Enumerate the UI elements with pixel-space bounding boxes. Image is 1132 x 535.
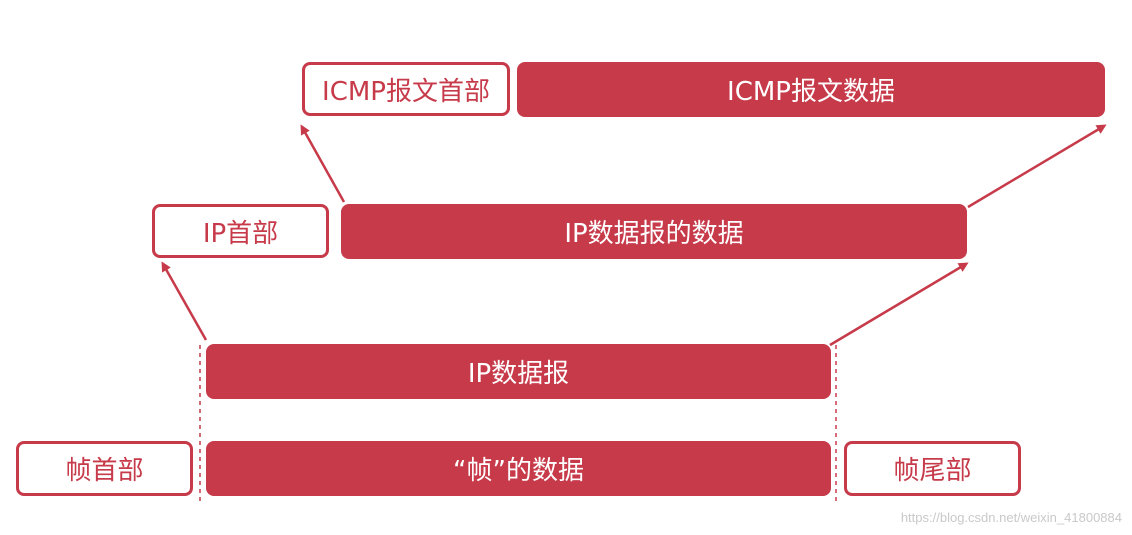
- icmp-data-label: ICMP报文数据: [727, 77, 895, 107]
- ip-data-label: IP数据报的数据: [564, 219, 744, 249]
- ip-datagram-box: IP数据报: [206, 344, 831, 399]
- ip-datagram-label: IP数据报: [467, 359, 570, 389]
- arrow-datagram-to-ip-header: [161, 261, 208, 341]
- frame-data-label: “帧”的数据: [453, 456, 584, 486]
- arrow-ip-data-to-icmp-data: [967, 124, 1107, 209]
- icmp-data-box: ICMP报文数据: [517, 62, 1105, 117]
- icmp-header-label: ICMP报文首部: [322, 76, 490, 107]
- ip-data-box: IP数据报的数据: [341, 204, 967, 259]
- ip-header-label: IP首部: [202, 218, 279, 249]
- frame-header-box: 帧首部: [16, 441, 193, 496]
- frame-trailer-box: 帧尾部: [844, 441, 1021, 496]
- arrow-ip-data-to-icmp-header: [300, 124, 346, 203]
- arrow-datagram-to-ip-data: [829, 262, 969, 347]
- icmp-header-box: ICMP报文首部: [302, 62, 510, 116]
- frame-trailer-label: 帧尾部: [893, 456, 972, 486]
- watermark-text: https://blog.csdn.net/weixin_41800884: [900, 510, 1122, 525]
- ip-header-box: IP首部: [152, 204, 329, 258]
- frame-header-label: 帧首部: [65, 456, 144, 486]
- frame-data-box: “帧”的数据: [206, 441, 831, 496]
